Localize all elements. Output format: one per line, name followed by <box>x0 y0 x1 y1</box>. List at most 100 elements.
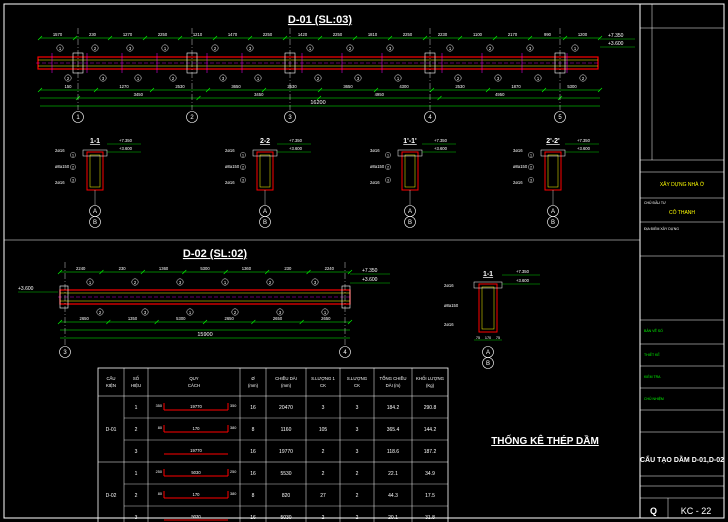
table-cell: 2 <box>356 493 359 499</box>
section-elev-top: +7.350 <box>577 138 591 143</box>
section-marker <box>240 152 246 158</box>
section-marker-label: 2 <box>72 166 74 170</box>
b1-top-dim-label: 1420 <box>298 32 308 37</box>
b2-rebar-marker <box>96 308 104 316</box>
b1-bot-dim-tick <box>317 87 323 93</box>
b1-rebar-marker <box>454 74 462 82</box>
b1-rebar-marker <box>219 74 227 82</box>
tb-line-4: ĐỊA ĐIỂM XÂY DỰNG <box>644 226 679 231</box>
section-stirrup-label: ø8a150 <box>513 164 528 169</box>
table-header: CÁCH <box>188 383 200 388</box>
table-header: CK <box>320 383 326 388</box>
b1-bot-dim-tick <box>485 87 491 93</box>
section-marker-label: 1 <box>387 154 389 158</box>
table-spec-right: 380 <box>230 492 236 496</box>
table-cell: 1 <box>135 471 138 477</box>
section-outline <box>544 151 562 191</box>
b1-top-dim-tick <box>597 35 603 41</box>
table-cell: 187.2 <box>424 449 437 455</box>
table-cell: 8 <box>252 493 255 499</box>
section-marker <box>528 164 534 170</box>
section-marker <box>528 177 534 183</box>
b1-rebar-marker-label: 3 <box>389 46 392 51</box>
table-cell: 2 <box>322 471 325 477</box>
b1-bot2-dim-label: 3450 <box>134 92 144 97</box>
b2-rebar-marker-label: 2 <box>234 310 237 315</box>
sheet-frame <box>3 3 725 519</box>
b1-rebar-marker <box>254 74 262 82</box>
section-marker-label: 3 <box>242 179 244 183</box>
b2-bot-dim-label: 2650 <box>80 316 90 321</box>
table-title: THỐNG KÊ THÉP DẦM <box>491 433 599 447</box>
b1-top-dim-label: 1470 <box>228 32 238 37</box>
section-rebar-bot: 2ø16 <box>370 180 380 185</box>
b2-axis-bubble <box>59 346 71 358</box>
section2-dim: 75 <box>496 336 500 340</box>
table-cell: 3 <box>356 427 359 433</box>
table-cell: 2 <box>322 515 325 521</box>
b2-top-dim-label: 1360 <box>159 266 169 271</box>
b1-bot2-dim-label: 3450 <box>254 92 264 97</box>
section-stirrup <box>259 154 271 188</box>
section-outline <box>401 151 419 191</box>
table-spec-length: 170 <box>193 492 201 497</box>
b2-top-dim-tick <box>182 269 187 275</box>
section-marker <box>240 164 246 170</box>
table-cell: 44.3 <box>388 493 398 499</box>
beam-2-left-elev: +3.600 <box>18 286 34 292</box>
section-marker-label: 2 <box>242 166 244 170</box>
b2-top-dim-label: 1360 <box>242 266 252 271</box>
b1-top-dim-tick <box>142 35 148 41</box>
b2-rebar-marker <box>176 278 184 286</box>
b1-top-dim-label: 1270 <box>123 32 133 37</box>
b1-axis-bubble-label: 5 <box>558 115 562 121</box>
table-header: (mm) <box>248 383 259 388</box>
table-cell: 2 <box>356 515 359 521</box>
b1-rebar-marker <box>246 44 254 52</box>
b1-rebar-marker <box>571 44 579 52</box>
b1-top-dim-label: 2230 <box>438 32 448 37</box>
b2-axis-bubble-label: 4 <box>343 350 347 356</box>
beam-1-sections: 1-12ø16ø8a1502ø16+7.350+3.600123AB2-22ø1… <box>55 138 599 228</box>
title-block: XÂY DỰNG NHÀ Ở CHỦ ĐẦU TƯ CÔ THANH ĐỊA Đ… <box>640 4 724 518</box>
beam-1-elev-bot: +3.600 <box>608 41 624 47</box>
b1-top-dim-tick <box>107 35 113 41</box>
b1-bot-dim-label: 3650 <box>343 84 353 89</box>
beam-1-total-dim: 16200 <box>310 100 325 106</box>
b1-rebar-marker <box>494 74 502 82</box>
b1-bot-dim-tick <box>93 87 99 93</box>
table-cell: 20470 <box>279 405 293 411</box>
table-header: TỔNG CHIỀU <box>380 376 407 381</box>
table-cell: 16 <box>250 515 256 521</box>
table-header: DÀI (m) <box>386 383 401 388</box>
section-slab <box>397 149 423 157</box>
b2-top-dim-label: 2240 <box>76 266 86 271</box>
section2-stirrup <box>481 286 495 330</box>
section-marker <box>70 177 76 183</box>
table-spec-length: 5030 <box>191 514 201 519</box>
table-header: S.LƯỢNG 1 <box>311 376 335 381</box>
section2-axis-label: A <box>486 350 490 356</box>
b1-top-dim-label: 1200 <box>578 32 588 37</box>
b1-rebar-marker <box>64 74 72 82</box>
b1-axis-bubble-label: 2 <box>190 115 194 121</box>
section-rebar-top: 3ø16 <box>513 148 523 153</box>
section2-rebar-bot: 2ø16 <box>444 322 454 327</box>
table-spec-right: 250 <box>230 470 236 474</box>
table-header: CHIỀU DÀI <box>275 376 297 381</box>
b1-top-dim-tick <box>352 35 358 41</box>
table-member: D-01 <box>106 427 117 433</box>
b1-rebar-marker-label: 2 <box>457 76 460 81</box>
tb-line-1: XÂY DỰNG NHÀ Ở <box>660 181 705 188</box>
section-elev-bot: +3.600 <box>434 146 448 151</box>
table-spec-left: 350 <box>156 404 162 408</box>
b1-bot-dim-tick <box>429 87 435 93</box>
b1-top-dim-label: 2170 <box>508 32 518 37</box>
table-header: HIỆU <box>131 383 141 388</box>
b1-bot-dim-label: 2530 <box>175 84 185 89</box>
section2-slab <box>473 281 503 289</box>
